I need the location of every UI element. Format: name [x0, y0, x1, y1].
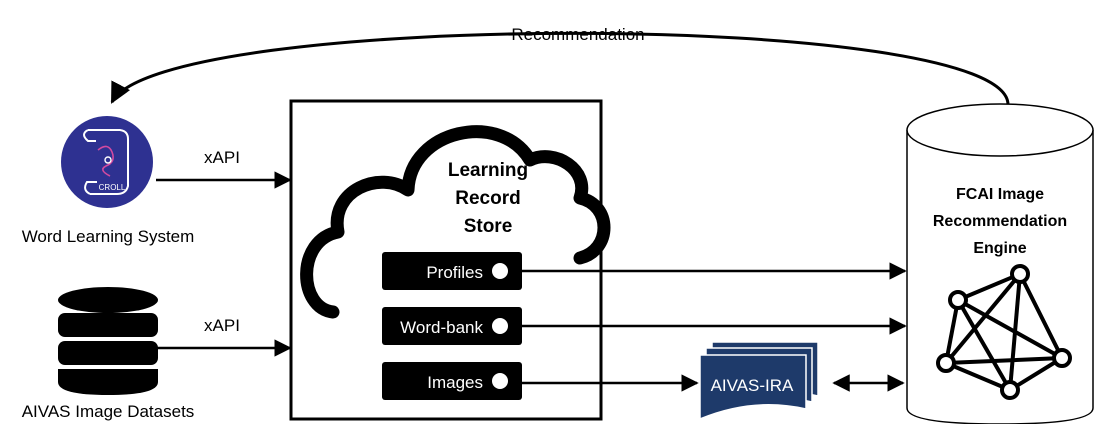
xapi-bottom-label: xAPI: [204, 316, 240, 335]
engine-title-line3: Engine: [973, 240, 1026, 257]
lrs-title-line3: Store: [464, 216, 513, 237]
recommendation-label: Recommendation: [511, 25, 644, 44]
engine-title-line1: FCAI Image: [956, 186, 1044, 203]
server-slot-word-bank: Word-bank: [382, 307, 522, 345]
engine-title-line2: Recommendation: [933, 213, 1067, 230]
ira-label: AIVAS-IRA: [711, 376, 794, 395]
datasets-label: AIVAS Image Datasets: [22, 402, 195, 421]
scroll-logo-icon: CROLL: [61, 116, 153, 208]
server-slot-label: Profiles: [426, 263, 483, 282]
server-led-icon: [492, 373, 508, 389]
server-led-icon: [492, 318, 508, 334]
cloud-icon: [300, 125, 611, 319]
server-slot-label: Word-bank: [400, 318, 483, 337]
document-stack-icon: AIVAS-IRA: [699, 341, 819, 421]
server-slot-profiles: Profiles: [382, 252, 522, 290]
logo-text: CROLL: [99, 183, 126, 192]
lrs-title-line1: Learning: [448, 160, 528, 181]
network-graph-icon: [936, 264, 1072, 400]
recommendation-arrow: [110, 31, 1010, 106]
server-slot-images: Images: [382, 362, 522, 400]
server-slot-label: Images: [427, 373, 483, 392]
database-icon: [58, 287, 158, 395]
lrs-title-line2: Record: [455, 188, 520, 209]
word-learning-system-label: Word Learning System: [22, 227, 195, 246]
server-led-icon: [492, 263, 508, 279]
xapi-top-label: xAPI: [204, 148, 240, 167]
